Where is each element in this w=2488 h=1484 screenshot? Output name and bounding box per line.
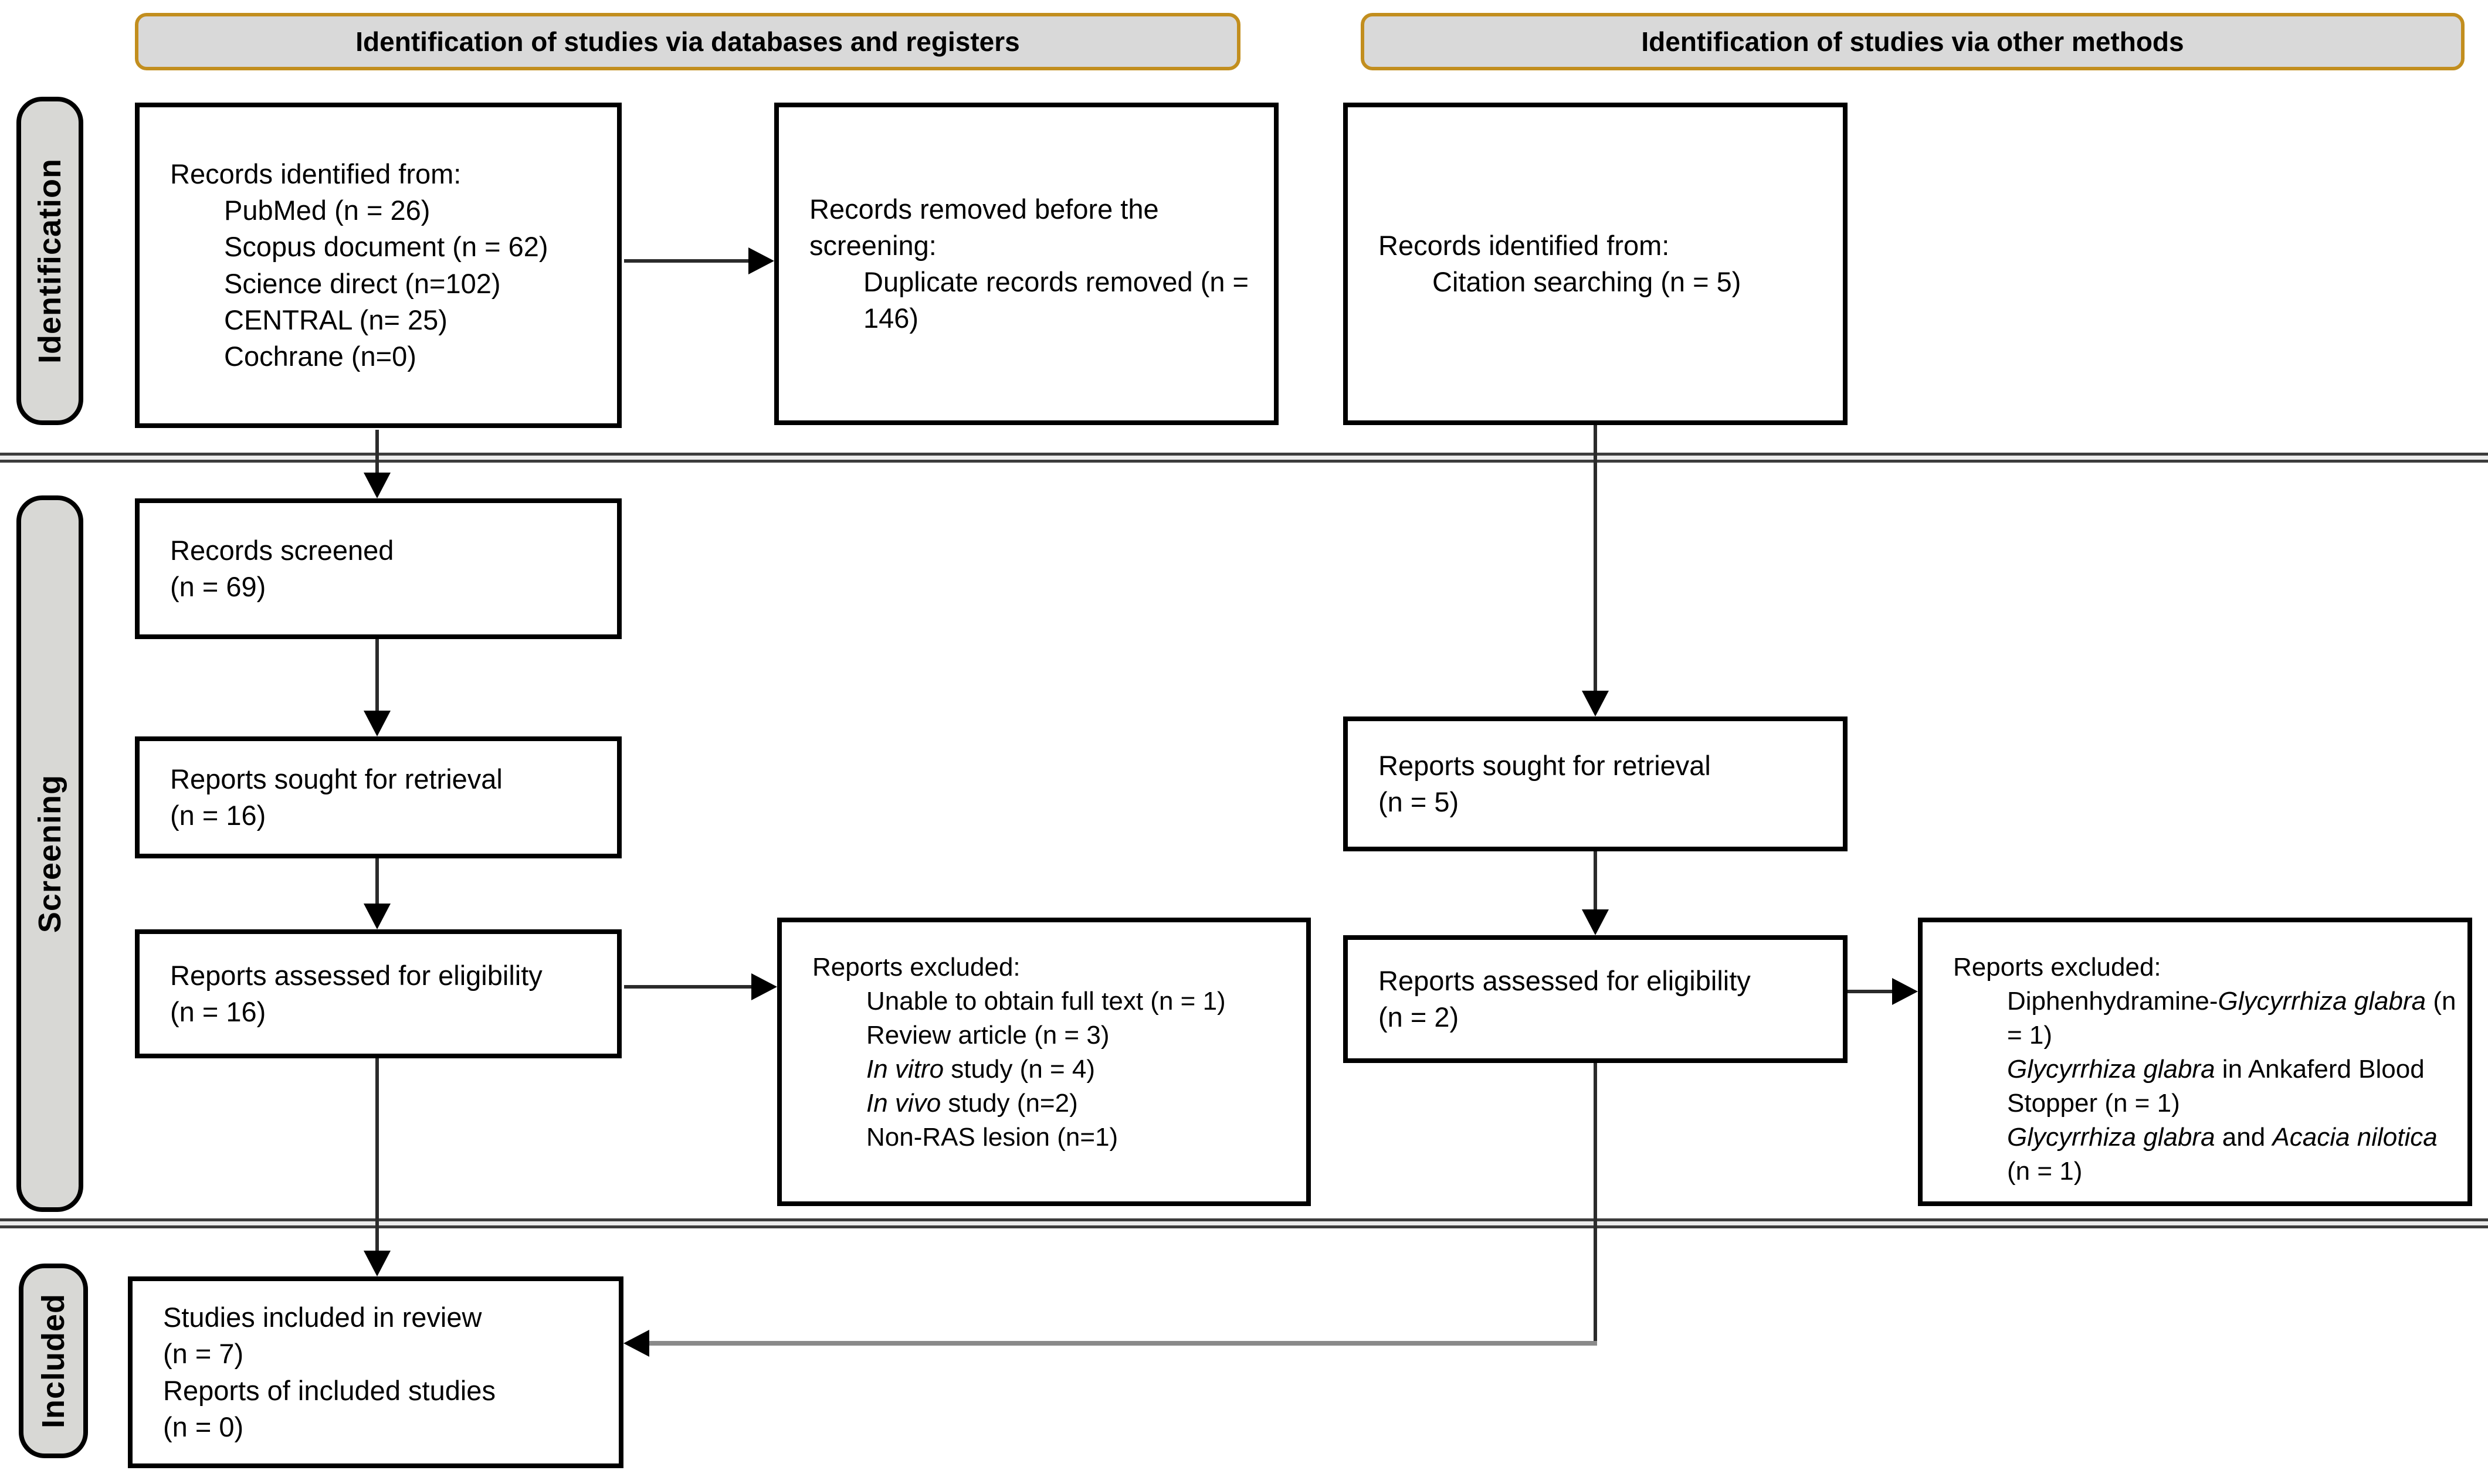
records-screened-box: Records screened (n = 69) xyxy=(135,498,622,639)
box-line: Reports of included studies xyxy=(163,1374,496,1406)
box-line: Studies included in review xyxy=(163,1302,482,1333)
excluded-diphenhydramine: Diphenhydramine-Glycyrrhiza glabra (n = … xyxy=(2007,987,2456,1050)
header-other-methods: Identification of studies via other meth… xyxy=(1361,13,2465,70)
arrow-assessed-to-included-head xyxy=(364,1251,391,1276)
excluded-ankaferd: Glycyrrhiza glabra in Ankaferd Blood Sto… xyxy=(2007,1055,2425,1118)
stage-screening-text: Screening xyxy=(32,774,67,933)
box-count: (n = 2) xyxy=(1378,1001,1459,1033)
box-line: Reports sought for retrieval xyxy=(1378,749,1711,781)
box-title: Records removed before the screening: xyxy=(809,193,1159,261)
records-removed-box: Records removed before the screening: Du… xyxy=(774,103,1279,425)
records-identified-databases-box: Records identified from: PubMed (n = 26)… xyxy=(135,103,622,428)
reports-excluded-databases-box: Reports excluded: Unable to obtain full … xyxy=(777,918,1311,1206)
source-pubmed: PubMed (n = 26) xyxy=(224,195,431,226)
arrow-other-sought-to-assessed-line xyxy=(1594,851,1597,913)
arrow-screened-to-sought-head xyxy=(364,711,391,736)
reports-sought-other-box: Reports sought for retrieval (n = 5) xyxy=(1343,716,1848,851)
arrow-other-identified-to-sought-line xyxy=(1594,425,1597,695)
separator-screening-included xyxy=(0,1218,2488,1228)
arrow-other-assessed-to-excluded-line xyxy=(1848,990,1896,993)
source-cochrane: Cochrane (n=0) xyxy=(224,340,416,372)
excluded-non-ras: Non-RAS lesion (n=1) xyxy=(866,1123,1118,1152)
reports-assessed-other-box: Reports assessed for eligibility (n = 2) xyxy=(1343,935,1848,1063)
box-line: Reports assessed for eligibility xyxy=(1378,965,1751,996)
excluded-review-article: Review article (n = 3) xyxy=(866,1021,1110,1050)
studies-included-box: Studies included in review (n = 7) Repor… xyxy=(128,1276,623,1468)
stage-label-identification: Identification xyxy=(16,97,83,425)
arrow-other-to-included-horizontal-line xyxy=(645,1341,1597,1346)
arrow-identified-to-removed-head xyxy=(748,247,774,274)
arrow-assessed-to-excluded-head xyxy=(751,973,777,1000)
box-title: Reports excluded: xyxy=(812,953,1021,982)
arrow-assessed-to-included-line xyxy=(375,1058,379,1252)
stage-label-included: Included xyxy=(19,1264,88,1458)
arrow-sought-to-assessed-head xyxy=(364,904,391,929)
separator-identification-screening xyxy=(0,453,2488,463)
box-count: (n = 0) xyxy=(163,1411,244,1442)
box-title: Records identified from: xyxy=(170,158,462,190)
stage-label-screening: Screening xyxy=(16,495,83,1212)
reports-assessed-databases-box: Reports assessed for eligibility (n = 16… xyxy=(135,929,622,1058)
excluded-no-fulltext: Unable to obtain full text (n = 1) xyxy=(866,987,1226,1016)
excluded-in-vitro: In vitro study (n = 4) xyxy=(866,1055,1096,1084)
records-identified-other-box: Records identified from: Citation search… xyxy=(1343,103,1848,425)
box-count: (n = 5) xyxy=(1378,786,1459,817)
box-count: (n = 7) xyxy=(163,1338,244,1370)
box-title: Reports excluded: xyxy=(1953,953,2161,982)
stage-identification-text: Identification xyxy=(32,158,67,364)
box-line: Reports assessed for eligibility xyxy=(170,959,543,991)
reports-sought-databases-box: Reports sought for retrieval (n = 16) xyxy=(135,736,622,858)
arrow-identified-to-removed-line xyxy=(624,259,757,263)
arrow-identified-to-screened-head xyxy=(364,473,391,498)
arrow-identified-to-screened-line xyxy=(375,430,379,477)
reports-excluded-other-box: Reports excluded: Diphenhydramine-Glycyr… xyxy=(1918,918,2472,1206)
arrow-assessed-to-excluded-line xyxy=(624,985,753,989)
duplicates-removed: Duplicate records removed (n = 146) xyxy=(863,266,1249,334)
box-count: (n = 69) xyxy=(170,571,266,602)
arrow-sought-to-assessed-line xyxy=(375,858,379,905)
header-other-label: Identification of studies via other meth… xyxy=(1641,26,2184,57)
arrow-screened-to-sought-line xyxy=(375,639,379,712)
citation-searching: Citation searching (n = 5) xyxy=(1432,266,1741,297)
header-databases-registers: Identification of studies via databases … xyxy=(135,13,1240,70)
source-sciencedirect: Science direct (n=102) xyxy=(224,267,501,299)
box-count: (n = 16) xyxy=(170,800,266,831)
box-line: Reports sought for retrieval xyxy=(170,763,503,794)
header-databases-label: Identification of studies via databases … xyxy=(355,26,1020,57)
arrow-other-sought-to-assessed-head xyxy=(1582,909,1609,935)
excluded-acacia: Glycyrrhiza glabra and Acacia nilotica (… xyxy=(2007,1123,2438,1186)
source-scopus: Scopus document (n = 62) xyxy=(224,231,548,263)
box-count: (n = 16) xyxy=(170,996,266,1027)
excluded-in-vivo: In vivo study (n=2) xyxy=(866,1089,1078,1118)
arrow-other-assessed-to-excluded-head xyxy=(1892,978,1918,1005)
arrow-other-to-included-vertical-line xyxy=(1594,1063,1597,1344)
box-title: Records identified from: xyxy=(1378,229,1670,261)
stage-included-text: Included xyxy=(36,1293,71,1428)
arrow-other-identified-to-sought-head xyxy=(1582,691,1609,716)
arrow-other-to-included-head xyxy=(623,1330,649,1357)
box-line: Records screened xyxy=(170,534,394,566)
source-central: CENTRAL (n= 25) xyxy=(224,304,448,335)
